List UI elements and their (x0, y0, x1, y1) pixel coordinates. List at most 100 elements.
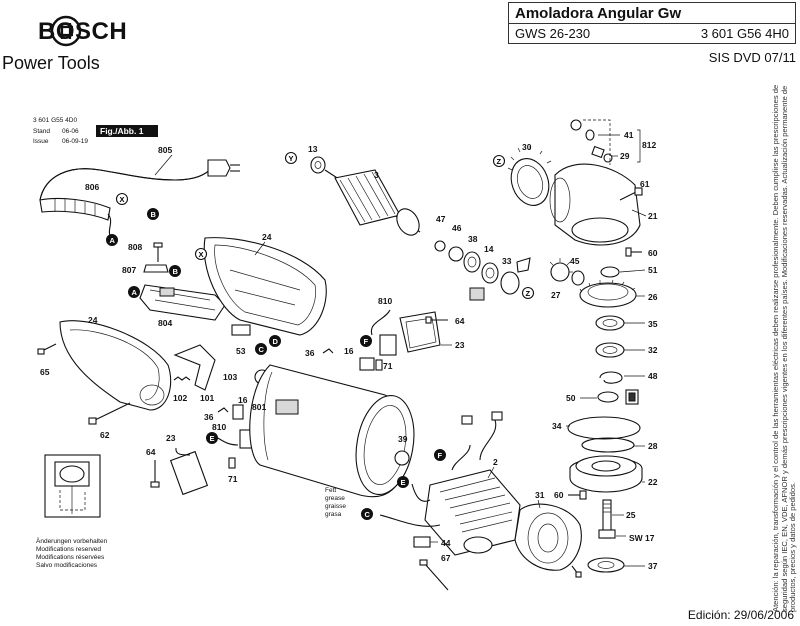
bearing-flange-22: 22 (569, 455, 658, 493)
part-67: 67 (441, 553, 451, 563)
bearing-39: 39 (394, 434, 410, 466)
part-808: 808 (128, 242, 142, 252)
armature-parts: 47 46 38 14 (434, 214, 499, 301)
washer-50: 50 (566, 389, 639, 405)
callout-c-1-label: C (259, 345, 265, 354)
callout-d-1-label: D (273, 337, 279, 346)
callout-f-2-label: F (438, 451, 443, 460)
part-36-upper: 36 (305, 348, 315, 358)
screw-62: 62 (88, 402, 131, 440)
part-sw17: SW 17 (629, 533, 655, 543)
callout-z-1-label: Z (526, 289, 531, 298)
part-45: 45 (570, 256, 580, 266)
part-64-lower: 64 (146, 447, 156, 457)
part-41: 41 (624, 130, 634, 140)
callout-x-1 (115, 192, 129, 206)
brush-holder-upper: 810 23 64 16 36 71 (305, 296, 465, 371)
callout-x-2-label: X (199, 250, 204, 259)
power-cable-805: 805 (39, 145, 240, 201)
callout-e-2 (397, 476, 409, 488)
part-28: 28 (648, 441, 658, 451)
stand-label: Stand (33, 128, 50, 135)
armature-3: 3 (324, 169, 421, 236)
brand-name: BOSCH (38, 18, 128, 45)
screw-61: 61 (619, 179, 650, 201)
contact-53: 53 (231, 324, 251, 356)
part-16-lower: 16 (238, 395, 248, 405)
part-39: 39 (398, 434, 408, 444)
callout-d-1 (269, 335, 281, 347)
part-810-upper: 810 (378, 296, 392, 306)
part-101: 101 (200, 393, 214, 403)
callout-c-2 (361, 508, 373, 520)
part-22: 22 (648, 477, 658, 487)
cable-clamp-807: 807 (122, 264, 169, 275)
part-64-upper: 64 (455, 316, 465, 326)
part-3: 3 (374, 170, 379, 180)
motor-housing-801: 801 (249, 364, 415, 498)
callout-z-1 (521, 286, 535, 300)
carbon-brush-inset (44, 454, 101, 518)
part-24-bottom: 24 (88, 315, 98, 325)
nut-51: 51 (600, 265, 658, 278)
modification-note-4: Salvo modificaciones (36, 562, 98, 569)
air-guide-31: 31 (514, 490, 582, 578)
grease-note-3: graisse (325, 503, 346, 510)
callout-a-1 (106, 234, 118, 246)
part-25: 25 (626, 510, 636, 520)
fig-label: Fig./Abb. 1 (100, 126, 144, 136)
grease-note-2: grease (325, 495, 345, 502)
grease-note-4: grasa (325, 511, 342, 518)
part-44: 44 (441, 538, 451, 548)
crown-gear-26: 26 (579, 279, 658, 308)
part-16-upper: 16 (344, 346, 354, 356)
part-33: 33 (502, 256, 512, 266)
issue-label: Issue (33, 138, 49, 145)
screw-808: 808 (128, 242, 163, 262)
title-block: Amoladora Angular Gw GWS 26-230 3 601 G5… (508, 2, 796, 44)
handle-housing-24-bottom: 24 (59, 315, 172, 411)
part-804: 804 (158, 318, 172, 328)
part-71-upper: 71 (383, 361, 393, 371)
modification-note-1: Änderungen vorbehalten (36, 537, 108, 545)
flange-37: 37 (587, 557, 658, 573)
part-46: 46 (452, 223, 462, 233)
part-65: 65 (40, 367, 50, 377)
edition-date: Edición: 29/06/2006 (687, 608, 794, 622)
lever-101: 101 (173, 344, 216, 403)
callout-c-1 (255, 343, 267, 355)
callout-e-2-label: E (401, 478, 406, 487)
part-23-upper: 23 (455, 340, 465, 350)
spindle-lock-parts: 41 29 812 (570, 119, 656, 165)
callout-a-1-label: A (110, 236, 116, 245)
callout-z-2-label: Z (497, 157, 502, 166)
field-2: 2 (379, 411, 521, 556)
part-34: 34 (552, 421, 562, 431)
callout-x-1-label: X (120, 195, 125, 204)
product-title: Amoladora Angular Gw (515, 5, 682, 22)
callout-z-2 (492, 154, 506, 168)
part-48: 48 (648, 371, 658, 381)
part-71-lower: 71 (228, 474, 238, 484)
part-51: 51 (648, 265, 658, 275)
brush-parts-lower: 36 16 (204, 395, 248, 422)
pinion-33: 33 (500, 256, 531, 295)
stand-value: 06-06 (62, 128, 79, 135)
drawing-ref-number: 3 601 G55 4D0 (33, 117, 77, 124)
part-102: 102 (173, 393, 187, 403)
bearing-13: 13 (308, 144, 326, 174)
callout-c-2-label: C (365, 510, 371, 519)
spindle-25: 25 SW 17 (598, 499, 655, 543)
callout-b-1-label: B (151, 210, 157, 219)
seal-28: 28 (581, 437, 658, 453)
part-32: 32 (648, 345, 658, 355)
switch-804: 804 (139, 284, 226, 328)
part-31: 31 (535, 490, 545, 500)
part-103: 103 (223, 372, 237, 382)
circlip-48: 48 (599, 371, 658, 384)
bosch-logo (50, 15, 82, 47)
part-26: 26 (648, 292, 658, 302)
part-24-top: 24 (262, 232, 272, 242)
part-812: 812 (642, 140, 656, 150)
